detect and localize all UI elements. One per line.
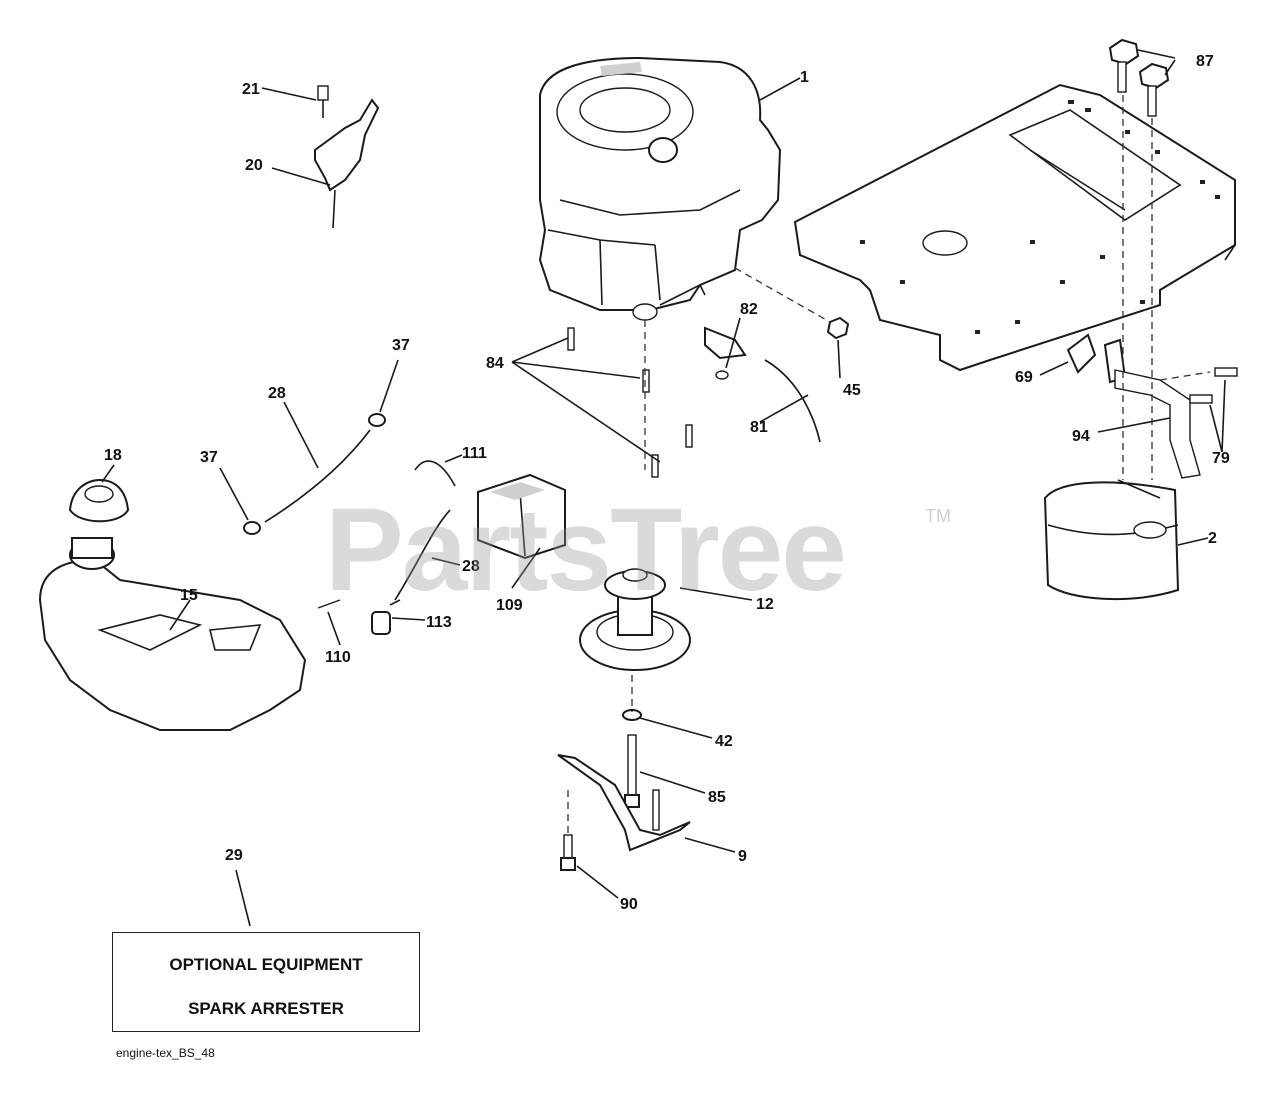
bracket-9[interactable]	[557, 754, 691, 852]
callout-37a: 37	[392, 337, 410, 354]
callout-82: 82	[740, 301, 758, 318]
callout-18: 18	[104, 447, 122, 464]
callout-109: 109	[496, 597, 523, 614]
pulley[interactable]	[579, 568, 691, 671]
callout-90: 90	[620, 896, 638, 913]
watermark-tm: TM	[925, 506, 951, 526]
watermark: PartsTree	[325, 484, 847, 616]
callout-1: 1	[800, 69, 809, 86]
optional-equipment-box: OPTIONAL EQUIPMENT SPARK ARRESTER	[112, 932, 420, 1032]
callout-81: 81	[750, 419, 768, 436]
callout-113: 113	[426, 614, 452, 631]
figure-reference: engine-tex_BS_48	[116, 1046, 215, 1060]
bolt-87[interactable]	[1108, 38, 1170, 117]
callout-28a: 28	[268, 385, 286, 402]
callout-85: 85	[708, 789, 726, 806]
chassis-plate[interactable]	[793, 83, 1236, 372]
fitting-82[interactable]	[704, 326, 747, 380]
callout-111: 111	[462, 445, 487, 462]
callout-69: 69	[1015, 369, 1033, 386]
callout-21: 21	[242, 81, 260, 98]
callout-15: 15	[180, 587, 198, 604]
bolt-90[interactable]	[560, 834, 576, 871]
callout-2: 2	[1208, 530, 1217, 547]
fuel-cap[interactable]	[68, 478, 130, 523]
throttle-control[interactable]	[314, 85, 380, 229]
spark-arrester-label: SPARK ARRESTER	[188, 999, 344, 1018]
callout-94: 94	[1072, 428, 1090, 445]
muffler[interactable]	[1043, 479, 1180, 601]
callout-84: 84	[486, 355, 504, 372]
callout-79: 79	[1212, 450, 1230, 467]
fuel-tank[interactable]	[38, 537, 307, 731]
callout-87: 87	[1196, 53, 1214, 70]
callout-29: 29	[225, 847, 243, 864]
fuel-filter[interactable]	[371, 599, 401, 635]
callout-12: 12	[756, 596, 774, 613]
callout-28b: 28	[462, 558, 480, 575]
optional-equipment-label: OPTIONAL EQUIPMENT	[169, 955, 363, 974]
bolt-85[interactable]	[624, 734, 640, 808]
callout-45: 45	[843, 382, 861, 399]
callout-42: 42	[715, 733, 733, 750]
callout-20: 20	[245, 157, 263, 174]
engine-part[interactable]	[538, 56, 782, 321]
callout-37b: 37	[200, 449, 218, 466]
callout-9: 9	[738, 848, 747, 865]
callout-110: 110	[325, 649, 351, 666]
fuel-pump[interactable]	[477, 473, 566, 560]
